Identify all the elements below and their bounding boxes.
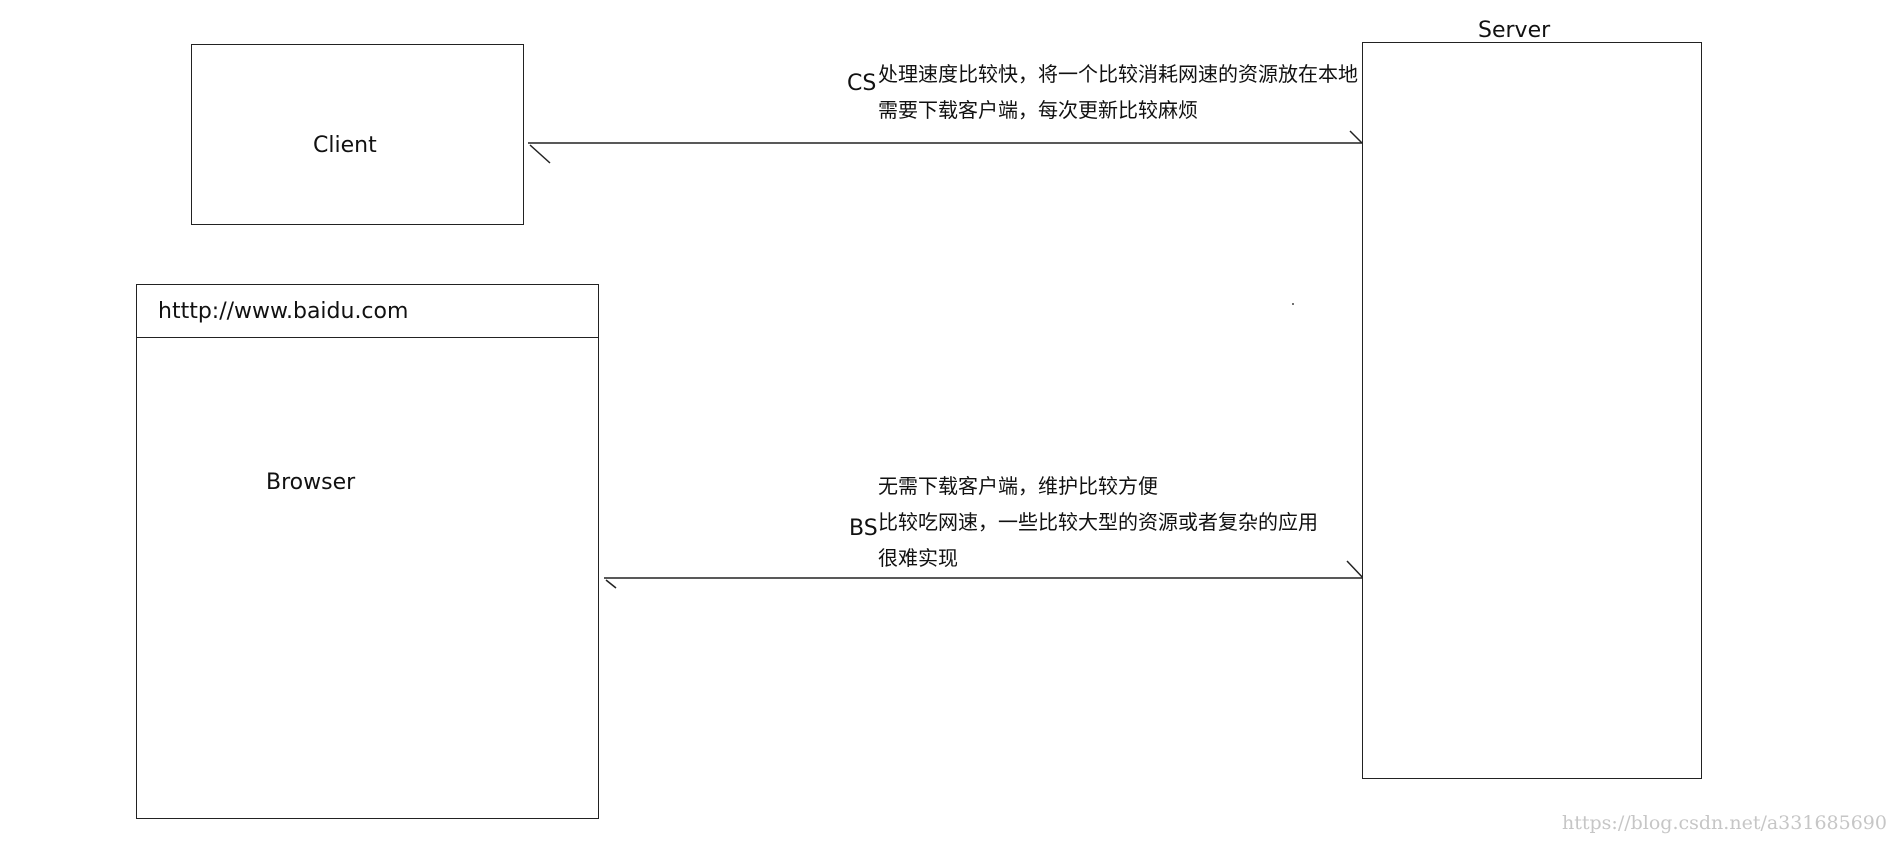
client-label: Client	[313, 133, 377, 158]
bs-notes: 无需下载客户端，维护比较方便 比较吃网速，一些比较大型的资源或者复杂的应用 很难…	[878, 468, 1318, 576]
server-label: Server	[1478, 18, 1551, 43]
bs-tag: BS	[849, 516, 878, 541]
browser-box: htttp://www.baidu.com Browser	[136, 284, 599, 819]
bs-arrowhead-browser	[605, 579, 617, 589]
server-box	[1362, 42, 1702, 779]
watermark-text: https://blog.csdn.net/a331685690	[1562, 812, 1887, 834]
browser-address-text: htttp://www.baidu.com	[158, 299, 409, 324]
client-box: Client	[191, 44, 524, 225]
bs-note-line: 比较吃网速，一些比较大型的资源或者复杂的应用	[878, 510, 1318, 534]
cs-note-line: 处理速度比较快，将一个比较消耗网速的资源放在本地	[878, 62, 1358, 86]
cs-arrowhead-client	[529, 144, 551, 164]
cs-arrowhead-server	[1349, 130, 1363, 144]
bs-note-line: 无需下载客户端，维护比较方便	[878, 474, 1158, 498]
browser-address-bar: htttp://www.baidu.com	[137, 285, 598, 338]
stray-dot	[1292, 303, 1294, 305]
bs-note-line: 很难实现	[878, 546, 958, 570]
cs-tag: CS	[847, 71, 877, 96]
cs-note-line: 需要下载客户端，每次更新比较麻烦	[878, 98, 1198, 122]
cs-notes: 处理速度比较快，将一个比较消耗网速的资源放在本地 需要下载客户端，每次更新比较麻…	[878, 56, 1358, 128]
browser-label: Browser	[266, 470, 356, 495]
